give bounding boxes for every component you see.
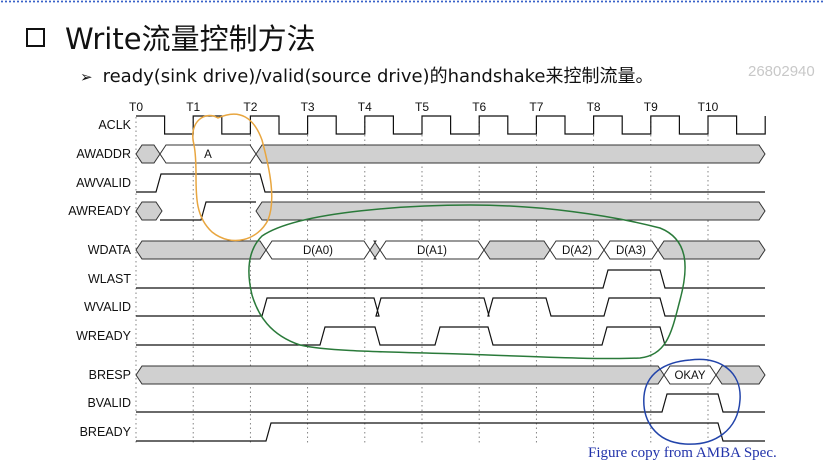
awready-segment bbox=[135, 201, 163, 221]
signal-label-wvalid: WVALID bbox=[84, 300, 131, 314]
wlast-waveform bbox=[136, 269, 765, 289]
awready-waveform bbox=[160, 201, 256, 221]
slide-title: Write流量控制方法 bbox=[26, 16, 316, 58]
signal-label-wready: WREADY bbox=[76, 329, 132, 343]
signal-label-awvalid: AWVALID bbox=[76, 176, 131, 190]
bresp-value-label: OKAY bbox=[674, 370, 705, 382]
signal-label-bvalid: BVALID bbox=[87, 396, 131, 410]
slide-bullet-text: ready(sink drive)/valid(source drive)的ha… bbox=[102, 66, 654, 87]
bresp-segment bbox=[715, 365, 766, 385]
tick-label-t10: T10 bbox=[698, 100, 719, 114]
signal-label-wdata: WDATA bbox=[88, 243, 132, 257]
wdata-segment bbox=[483, 240, 551, 260]
clock-gridlines bbox=[135, 117, 709, 444]
wdata-value-label: D(A3) bbox=[616, 245, 646, 257]
handwritten-annotations bbox=[192, 113, 741, 445]
awaddr-value-label: A bbox=[204, 149, 212, 161]
signal-label-bready: BREADY bbox=[80, 425, 132, 439]
figure-caption: Figure copy from AMBA Spec. bbox=[588, 445, 777, 461]
wdata-segment bbox=[369, 240, 381, 260]
tick-label-t3: T3 bbox=[301, 100, 315, 114]
tick-label-t2: T2 bbox=[243, 100, 257, 114]
signal-names: ACLK AWADDR AWVALID AWREADY WDATA WLAST WVALID… bbox=[68, 118, 131, 439]
wdata-segment bbox=[657, 240, 766, 260]
wdata-value-label: D(A2) bbox=[562, 245, 592, 257]
awaddr-segment bbox=[255, 144, 766, 164]
tick-label-t8: T8 bbox=[587, 100, 601, 114]
address-phase-circle bbox=[192, 113, 273, 242]
signal-label-awaddr: AWADDR bbox=[76, 147, 131, 161]
slide-title-text: Write流量控制方法 bbox=[65, 22, 316, 56]
response-phase-circle bbox=[643, 358, 741, 445]
signal-label-wlast: WLAST bbox=[88, 272, 131, 286]
aclk-waveform bbox=[136, 115, 766, 135]
wdata-segment bbox=[135, 240, 267, 260]
clock-tick-labels: T0 T1 T2 T3 T4 T5 T6 T7 T8 T9 T10 bbox=[129, 100, 719, 114]
bresp-segment bbox=[135, 365, 665, 385]
signal-label-aclk: ACLK bbox=[98, 118, 131, 132]
signal-label-bresp: BRESP bbox=[89, 368, 131, 382]
awvalid-waveform bbox=[136, 173, 765, 193]
tick-label-t4: T4 bbox=[358, 100, 372, 114]
wdata-value-label: D(A1) bbox=[417, 245, 447, 257]
checkbox-bullet-icon bbox=[26, 28, 45, 47]
awready-segment bbox=[255, 201, 766, 221]
slide-top-border bbox=[0, 0, 824, 3]
arrow-bullet-icon: ➢ bbox=[80, 68, 93, 86]
signal-waveforms: A D(A0) D(A1) D(A2) D(A3) OKAY bbox=[135, 115, 766, 442]
slide-bullet: ➢ ready(sink drive)/valid(source drive)的h… bbox=[80, 62, 654, 88]
watermark: 26802940 bbox=[748, 63, 815, 80]
tick-label-t1: T1 bbox=[186, 100, 200, 114]
tick-label-t5: T5 bbox=[415, 100, 429, 114]
awaddr-segment bbox=[135, 144, 161, 164]
signal-label-awready: AWREADY bbox=[68, 204, 131, 218]
bvalid-waveform bbox=[136, 393, 765, 413]
tick-label-t9: T9 bbox=[644, 100, 658, 114]
tick-label-t6: T6 bbox=[472, 100, 486, 114]
data-phase-circle bbox=[248, 204, 686, 360]
wready-waveform bbox=[136, 326, 765, 346]
wdata-value-label: D(A0) bbox=[303, 245, 333, 257]
wvalid-waveform bbox=[136, 297, 765, 317]
tick-label-t7: T7 bbox=[529, 100, 543, 114]
tick-label-t0: T0 bbox=[129, 100, 143, 114]
bready-waveform bbox=[136, 422, 765, 442]
